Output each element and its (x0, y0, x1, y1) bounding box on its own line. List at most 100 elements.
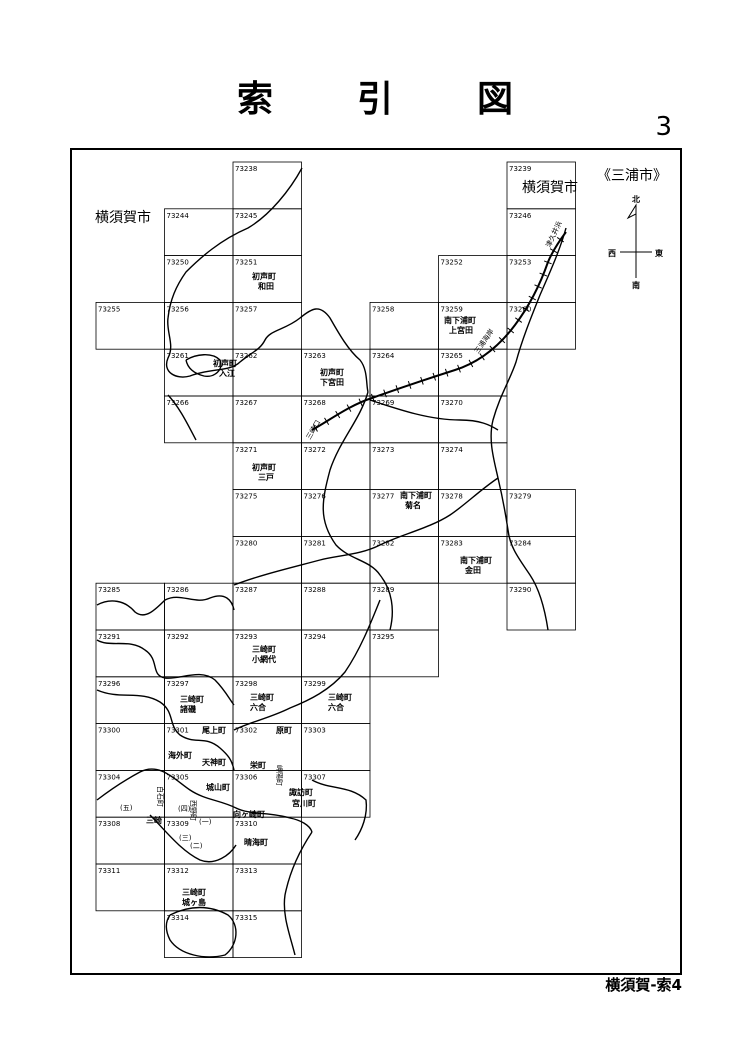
place-misaki-mutsuai-west: 三崎町 六合 (250, 692, 274, 712)
grid-sheet-number: 73252 (441, 259, 463, 267)
place-misaki-koamishiro: 三崎町 小網代 (251, 644, 276, 664)
railway-tie (395, 385, 400, 394)
svg-text:三崎町: 三崎町 (250, 692, 274, 702)
grid-sheet-73295: 73295 (369, 629, 439, 678)
grid-sheet-number: 73311 (98, 867, 120, 875)
grid-sheet-73287: 73287 (232, 582, 302, 631)
railway-tie (335, 410, 341, 419)
district-mark-2: (二) (190, 842, 203, 850)
grid-sheet-number: 73271 (235, 446, 257, 454)
grid-sheet-number: 73273 (372, 446, 394, 454)
grid-sheet-number: 73262 (235, 352, 257, 360)
railway-tie (324, 417, 330, 425)
place-misaki-jogashima: 三崎町 城ヶ島 (182, 887, 206, 907)
grid-sheet-number: 73260 (509, 305, 531, 313)
place-minamishitaura-kikuna: 南下浦町 菊名 (400, 490, 432, 510)
grid-sheet-number: 73239 (509, 165, 531, 173)
grid-sheet-number: 73299 (304, 680, 326, 688)
region-label-yokosuka-right: 横須賀市 (522, 179, 578, 196)
region-label-yokosuka-left: 横須賀市 (95, 209, 151, 226)
place-miyagawa: 宮川町 (292, 798, 316, 808)
coastline-misaki (96, 768, 313, 833)
railway-tie (549, 248, 558, 254)
railway-tie (346, 404, 352, 412)
grid-sheet-73291: 73291 (95, 629, 165, 678)
svg-text:小網代: 小網代 (251, 654, 276, 664)
svg-text:南下浦町: 南下浦町 (400, 490, 432, 500)
grid-sheet-number: 73272 (304, 446, 326, 454)
district-mark-4: (四) (178, 805, 191, 813)
grid-sheet-number: 73290 (509, 586, 531, 594)
grid-sheet-73284: 73284 (506, 536, 576, 584)
grid-sheet-number: 73268 (304, 399, 326, 407)
grid-sheet-number: 73251 (235, 259, 257, 267)
grid-sheet-number: 73263 (304, 352, 326, 360)
grid-sheet-number: 73292 (167, 633, 189, 641)
place-misakicho-small: 岬陽町 (275, 765, 284, 786)
grid-sheet-73262: 73262 (232, 348, 302, 397)
district-mark-1: (一) (199, 818, 212, 826)
grid-sheet-number: 73280 (235, 539, 257, 547)
grid-sheet-number: 73269 (372, 399, 394, 407)
road-east (369, 399, 499, 431)
grid-sheet-number: 73274 (441, 446, 464, 454)
grid-sheet-73294: 73294 (301, 629, 371, 678)
svg-text:金田: 金田 (464, 565, 481, 575)
grid-sheet-73303: 73303 (301, 723, 371, 771)
grid-sheet-73290: 73290 (506, 582, 576, 631)
grid-sheet-number: 73253 (509, 259, 531, 267)
railway-tie (539, 272, 548, 277)
grid-sheet-number: 73307 (304, 773, 326, 781)
road-kikuna (233, 477, 499, 586)
station-label-misakiguchi: 三崎口 (304, 418, 322, 441)
grid-sheet-number: 73308 (98, 820, 120, 828)
grid-sheet-number: 73287 (235, 586, 257, 594)
place-hatsukoe-irie: 初声町 入江 (213, 358, 237, 378)
grid-sheet-number: 73261 (167, 352, 189, 360)
svg-text:上宮田: 上宮田 (449, 325, 473, 335)
grid-sheet-73245: 73245 (232, 208, 302, 257)
railway-tie (313, 424, 318, 432)
railway-line (311, 231, 567, 432)
coastline-jogashima (165, 906, 237, 958)
district-mark-5: (五) (120, 804, 133, 812)
grid-sheet-number: 73309 (167, 820, 189, 828)
grid-sheet-number: 73286 (167, 586, 190, 594)
grid-sheet-number: 73265 (441, 352, 463, 360)
grid-sheet-number: 73304 (98, 773, 121, 781)
map-frame (70, 148, 682, 975)
svg-text:三崎町: 三崎町 (252, 644, 276, 654)
grid-sheet-number: 73278 (441, 493, 463, 501)
grid-sheet-73311: 73311 (95, 863, 165, 912)
district-mark-3: (三) (179, 834, 192, 842)
svg-text:入江: 入江 (218, 368, 235, 378)
grid-sheet-73274: 73274 (438, 442, 508, 490)
grid-sheet-number: 73298 (235, 680, 257, 688)
coastline-irie (185, 354, 222, 377)
railway-tie (522, 306, 530, 312)
grid-sheet-73292: 73292 (164, 629, 234, 678)
place-yugaoka: 向ヶ崎町 (233, 809, 265, 819)
svg-text:六合: 六合 (250, 702, 267, 712)
compass-east-label: 東 (655, 248, 663, 258)
coastline-east (490, 227, 567, 631)
railway-tie (358, 398, 363, 407)
title-char-3: 図 (477, 79, 514, 120)
coastline-southeast (283, 831, 313, 956)
svg-text:三崎町: 三崎町 (328, 692, 352, 702)
grid-sheet-number: 73259 (441, 305, 463, 313)
grid-sheet-73255: 73255 (95, 301, 165, 350)
grid-sheet-73273: 73273 (369, 442, 439, 490)
grid-sheet-number: 73283 (441, 539, 463, 547)
place-nishinocho: 西野町 (189, 800, 197, 821)
railway-tie (420, 376, 424, 385)
grid-sheet-number: 73267 (235, 399, 257, 407)
svg-text:三崎町: 三崎町 (180, 694, 204, 704)
coastline-misaki-bay (149, 814, 237, 863)
grid-sheet-border (369, 629, 439, 678)
grid-sheet-number: 73289 (372, 586, 394, 594)
grid-sheet-73276: 73276 (301, 489, 371, 537)
footer-page-label: 横須賀-索4 (605, 976, 682, 994)
grid-sheet-number: 73256 (167, 305, 190, 313)
